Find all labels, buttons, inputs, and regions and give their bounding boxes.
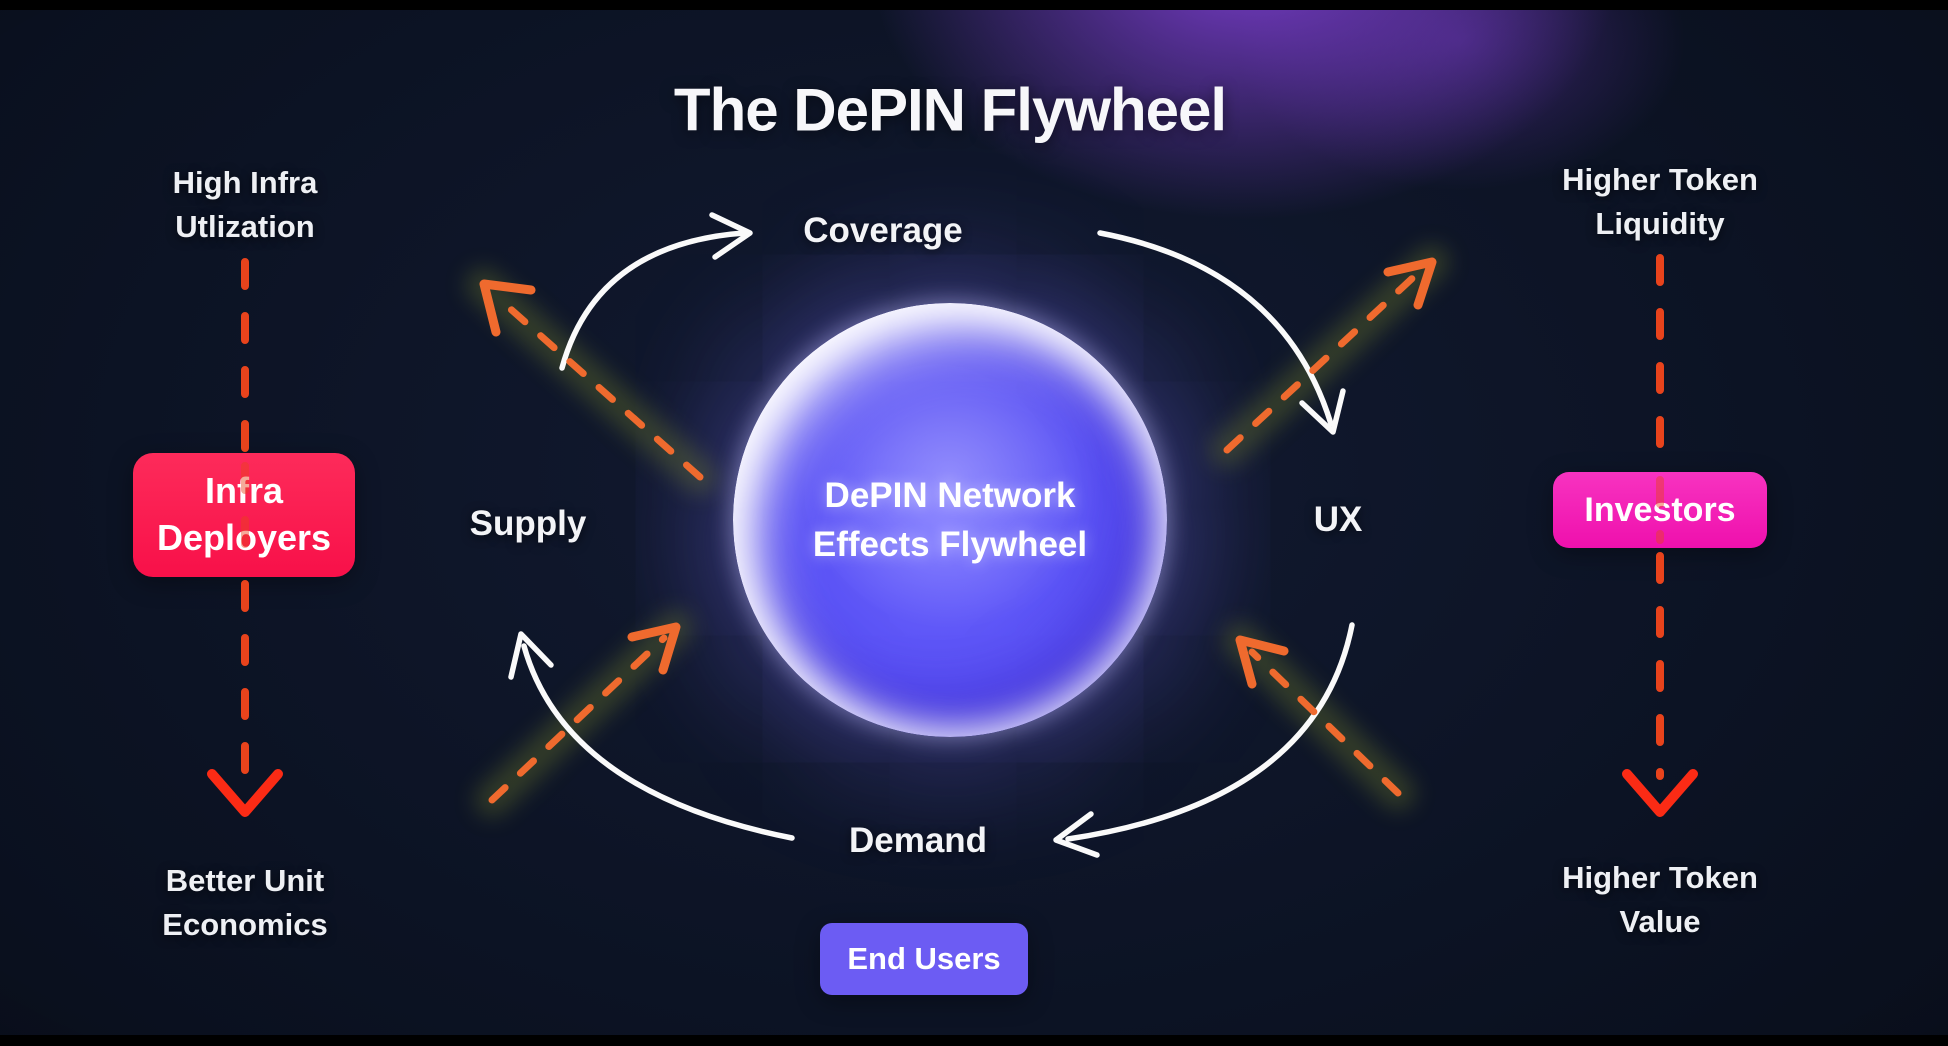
label-higher-token-value: Higher Token Value <box>1562 859 1758 939</box>
infra-deployers-label: Infra Deployers <box>156 470 332 558</box>
page-title: The DePIN Flywheel <box>673 76 1227 144</box>
end-users-label: End Users <box>847 941 1001 976</box>
arc-supply-to-coverage-icon <box>559 230 747 371</box>
node-coverage: Coverage <box>803 211 963 250</box>
dashed-arrow-bottom-right-icon <box>1248 648 1402 797</box>
right-red-arrowhead-icon <box>1622 769 1698 817</box>
arrowhead-coverage-icon <box>709 212 753 260</box>
infra-deployers-badge: Infra Deployers <box>133 453 355 577</box>
center-sphere-label: DePIN Network Effects Flywheel <box>812 476 1088 564</box>
dashed-arrowhead-bottom-left-icon <box>627 622 681 675</box>
center-sphere: DePIN Network Effects Flywheel <box>733 303 1167 737</box>
arrowhead-demand-icon <box>1053 811 1100 858</box>
label-high-infra-utilization: High Infra Utlization <box>172 164 318 244</box>
dashed-arrow-bottom-left-icon <box>488 634 668 804</box>
arc-demand-to-supply-icon <box>521 643 795 841</box>
node-demand: Demand <box>848 821 988 860</box>
label-higher-token-liquidity: Higher Token Liquidity <box>1562 161 1758 241</box>
investors-badge: Investors <box>1553 472 1767 548</box>
node-supply: Supply <box>469 504 587 543</box>
label-better-unit-economics: Better Unit Economics <box>162 862 328 942</box>
letterbox-top <box>0 0 1948 10</box>
arrowhead-ux-icon <box>1299 388 1346 435</box>
arrowhead-supply-icon <box>508 631 554 680</box>
dashed-arrow-top-right-icon <box>1223 269 1422 454</box>
dashed-arrow-top-left-icon <box>493 293 704 481</box>
arc-coverage-to-ux-icon <box>1097 230 1334 427</box>
letterbox-bottom <box>0 1035 1948 1046</box>
node-ux: UX <box>1313 500 1363 539</box>
investors-label: Investors <box>1584 490 1736 529</box>
end-users-badge: End Users <box>820 923 1028 995</box>
dashed-arrowhead-top-right-icon <box>1383 257 1437 310</box>
dashed-arrowhead-top-left-icon <box>479 279 536 337</box>
dashed-arrowhead-bottom-right-icon <box>1235 635 1289 689</box>
left-red-arrowhead-icon <box>207 769 283 817</box>
